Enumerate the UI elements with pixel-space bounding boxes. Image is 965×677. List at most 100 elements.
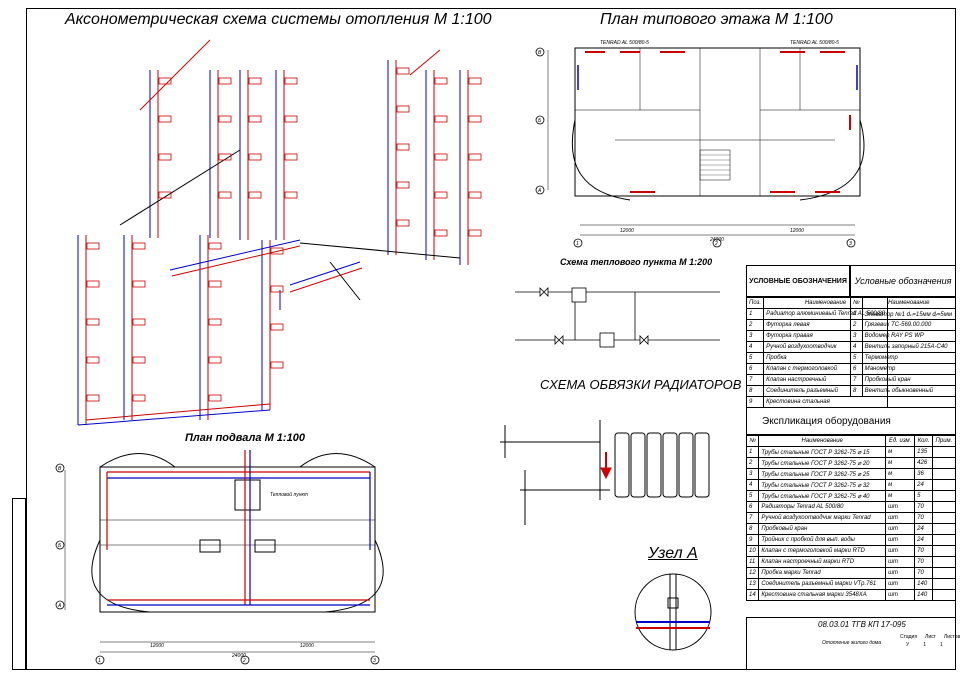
node-a-title: Узел А bbox=[648, 545, 698, 562]
legend-b-head-name: Наименование bbox=[861, 297, 957, 309]
radiator-section bbox=[662, 432, 678, 498]
sheets-label: Листов bbox=[943, 634, 961, 640]
radiator-symbol bbox=[86, 280, 100, 288]
basement-plan bbox=[64, 453, 384, 653]
explication-cell: 24 bbox=[914, 479, 933, 491]
explication-cell: 2 bbox=[745, 457, 760, 469]
explication-head-name: Наименование bbox=[758, 435, 887, 447]
title-block-sheet-head: Стадия Лист Листов bbox=[900, 634, 960, 640]
radiator-symbol bbox=[248, 77, 262, 85]
basement-dim-2: 24000 bbox=[232, 653, 246, 659]
basement-dim-3: 12000 bbox=[300, 643, 314, 649]
radiator-symbol bbox=[434, 115, 448, 123]
legend-b-cell: Вентиль запорный 215А-С40 bbox=[861, 341, 957, 353]
explication-cell: 3 bbox=[745, 468, 760, 480]
floor-dim-1: 12000 bbox=[620, 228, 634, 234]
title-block-sheet-vals: У 1 1 bbox=[906, 642, 943, 648]
floor-axis-3: 3 bbox=[849, 241, 852, 247]
explication-cell: Соединитель разъемный марки VTр.761 bbox=[758, 578, 887, 590]
axonometric-radiators bbox=[86, 67, 482, 402]
explication-cell: 7 bbox=[745, 512, 760, 524]
explication-head-note: Прим. bbox=[931, 435, 957, 447]
radiator-symbol bbox=[208, 356, 222, 364]
legend-b-cell: 6 bbox=[850, 363, 863, 375]
legend-a-title: УСЛОВНЫЕ ОБОЗНАЧЕНИЯ bbox=[746, 265, 850, 297]
explication-cell: Пробковый кран bbox=[758, 523, 887, 535]
explication-cell: 4 bbox=[745, 479, 760, 491]
legend-b-head-num: № bbox=[850, 297, 863, 309]
radiator-symbol bbox=[86, 318, 100, 326]
legend-a-cell: 9 bbox=[745, 396, 765, 408]
explication-title: Экспликация оборудования bbox=[746, 407, 956, 435]
legend-a-cell: 1 bbox=[745, 308, 765, 320]
explication-cell: 14 bbox=[745, 589, 760, 601]
radiator-symbol bbox=[270, 247, 284, 255]
legend-b-cell: Водомер RAY PS WP bbox=[861, 330, 957, 342]
legend-b-title: Условные обозначения bbox=[850, 265, 956, 297]
radiator-symbol bbox=[132, 394, 146, 402]
radiator-symbol bbox=[270, 285, 284, 293]
explication-cell: Трубы стальные ГОСТ Р 3262-75 ⌀ 20 bbox=[758, 457, 887, 469]
radiator-symbol bbox=[396, 105, 410, 113]
radiator-symbol bbox=[284, 77, 298, 85]
legend-b-cell: Грязевик ТС-569.00.000 bbox=[861, 319, 957, 331]
explication-cell: 13 bbox=[745, 578, 760, 590]
radiator-symbol bbox=[218, 153, 232, 161]
radiator-symbol bbox=[248, 191, 262, 199]
legend-b-cell: 8 bbox=[850, 385, 863, 397]
stage-label: Стадия bbox=[900, 634, 918, 640]
radiator-symbol bbox=[86, 242, 100, 250]
explication-cell: 10 bbox=[745, 545, 760, 557]
radiator-symbol bbox=[158, 153, 172, 161]
basement-axis-v: В bbox=[58, 466, 62, 472]
explication-cell: 5 bbox=[914, 490, 933, 502]
legend-b-cell: 2 bbox=[850, 319, 863, 331]
radiator-symbol bbox=[86, 394, 100, 402]
floor-axis-b: Б bbox=[538, 118, 542, 124]
radiator-symbol bbox=[132, 242, 146, 250]
radiator-symbol bbox=[284, 153, 298, 161]
radiator-symbol bbox=[468, 229, 482, 237]
explication-cell bbox=[931, 457, 957, 469]
basement-axis-a: А bbox=[58, 603, 62, 609]
explication-cell: 135 bbox=[914, 446, 933, 458]
explication-cell: Трубы стальные ГОСТ Р 3262-75 ⌀ 40 bbox=[758, 490, 887, 502]
explication-head-num: № bbox=[745, 435, 760, 447]
basement-axis-1: 1 bbox=[98, 658, 101, 664]
explication-cell: 70 bbox=[914, 567, 933, 579]
explication-cell: 8 bbox=[745, 523, 760, 535]
explication-cell: 70 bbox=[914, 556, 933, 568]
explication-cell: м bbox=[885, 457, 916, 469]
radiator-symbol bbox=[396, 181, 410, 189]
explication-cell: Ручной воздухоотводчик марки Tenrad bbox=[758, 512, 887, 524]
radiator-symbol bbox=[208, 318, 222, 326]
radiator-symbol bbox=[158, 191, 172, 199]
explication-cell: Трубы стальные ГОСТ Р 3262-75 ⌀ 32 bbox=[758, 479, 887, 491]
axonometric-scheme bbox=[77, 39, 469, 426]
riser-group-2 bbox=[387, 60, 469, 265]
heat-point-title: Схема теплового пункта М 1:200 bbox=[560, 257, 713, 267]
radiator-symbol bbox=[434, 191, 448, 199]
title-block bbox=[746, 617, 956, 670]
radiator-section bbox=[614, 432, 630, 498]
radiator-symbol bbox=[218, 77, 232, 85]
explication-cell: шт bbox=[885, 501, 916, 513]
explication-cell: м bbox=[885, 490, 916, 502]
radiator-symbol bbox=[396, 67, 410, 75]
explication-cell: 140 bbox=[914, 589, 933, 601]
floor-axis-a: А bbox=[538, 188, 542, 194]
radiator-symbol bbox=[218, 191, 232, 199]
radiator-symbol bbox=[396, 143, 410, 151]
explication-cell bbox=[931, 534, 957, 546]
basement-axes bbox=[55, 463, 380, 665]
explication-cell: Клапан с термоголовкой марки RTD bbox=[758, 545, 887, 557]
